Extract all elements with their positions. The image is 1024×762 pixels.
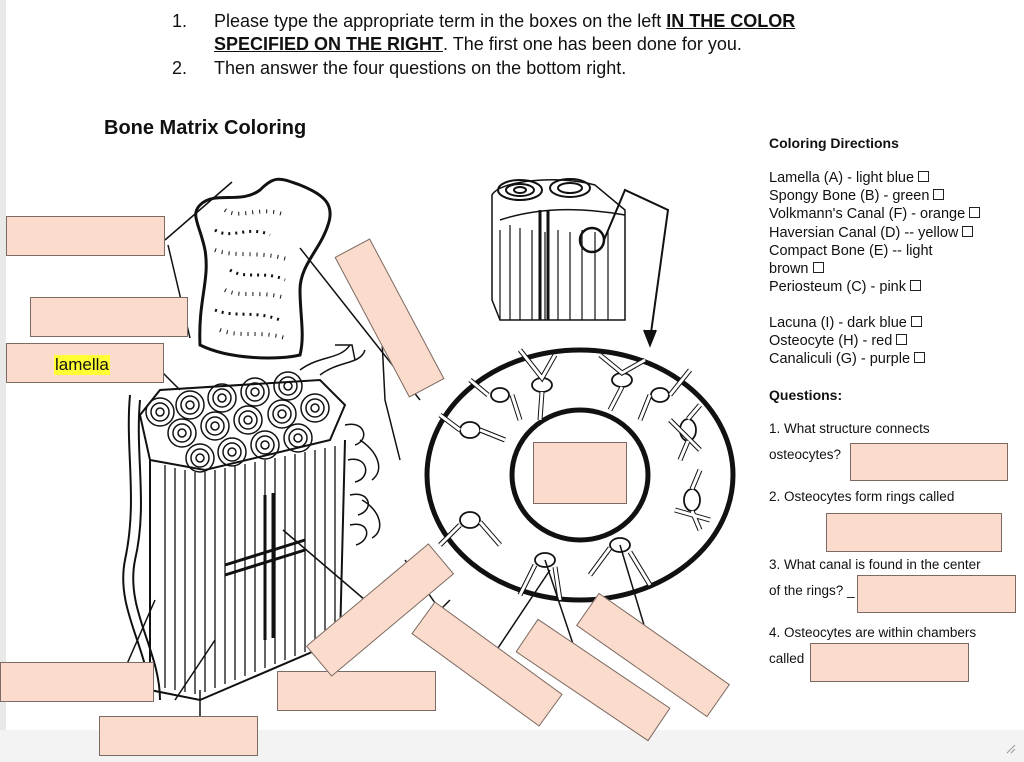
direction-haversian-text: Haversian Canal (D) -- yellow (769, 224, 959, 241)
direction-canaliculi-text: Canaliculi (G) - purple (769, 351, 911, 368)
checkbox-icon (909, 280, 921, 292)
checkbox-icon (914, 352, 926, 364)
resize-grip-icon[interactable] (1004, 742, 1016, 754)
instruction-1-bold-2: SPECIFIED ON THE RIGHT (214, 34, 444, 54)
checkbox-icon (918, 171, 930, 182)
direction-periosteum-text: Periosteum (C) - pink (769, 279, 906, 296)
instruction-2: 2. Then answer the four questions on the… (172, 57, 872, 80)
instruction-1-text: Please type the appropriate term in the … (214, 11, 667, 31)
checkbox-icon (933, 189, 945, 201)
checkbox-icon (812, 262, 824, 274)
osteon-ring (404, 347, 736, 661)
question-3-blank: _ (847, 583, 855, 598)
direction-spongy-text: Spongy Bone (B) - green (769, 188, 930, 205)
checkbox-icon (969, 207, 981, 219)
question-3-answer[interactable] (857, 575, 1016, 613)
direction-lamella: Lamella (A) - light blue (769, 169, 980, 187)
question-2-answer[interactable] (826, 513, 1002, 552)
questions-heading: Questions: (769, 386, 842, 404)
answer-lamella: lamella (54, 355, 110, 375)
instruction-1-text-after: . The first one has been done for you. (443, 34, 742, 54)
instruction-2-number: 2. (172, 58, 188, 78)
question-3-line-2: of the rings? _ (769, 582, 855, 600)
page-title: Bone Matrix Coloring (104, 117, 307, 139)
direction-compact: Compact Bone (E) -- light (769, 242, 980, 260)
checkbox-icon (962, 225, 974, 237)
checkbox-icon (896, 334, 908, 346)
instruction-1-line: Please type the appropriate term in the … (214, 10, 795, 33)
instruction-1-number: 1. (172, 11, 188, 31)
coloring-directions-heading-text: Coloring Directions (769, 135, 899, 151)
instruction-2-text: Then answer the four questions on the bo… (214, 58, 627, 78)
checkbox-icon (910, 316, 922, 327)
question-1-answer[interactable] (850, 443, 1008, 481)
direction-haversian: Haversian Canal (D) -- yellow (769, 224, 980, 242)
question-1-line-1: 1. What structure connects (769, 421, 930, 436)
answer-box-left-4[interactable] (0, 662, 154, 702)
direction-volkmann: Volkmann's Canal (F) - orange (769, 205, 981, 223)
osteon-cylinder (491, 178, 670, 348)
question-3-text: of the rings? (769, 583, 844, 598)
instruction-1-line-2: SPECIFIED ON THE RIGHT. The first one ha… (214, 33, 742, 56)
questions-heading-text: Questions: (769, 387, 843, 403)
spongy-bone-femur (194, 177, 332, 360)
direction-volkmann-text: Volkmann's Canal (F) - orange (769, 206, 966, 223)
direction-periosteum: Periosteum (C) - pink (769, 278, 980, 296)
compact-bone-block (122, 339, 401, 702)
question-3-line-1: 3. What canal is found in the center (769, 557, 981, 572)
direction-spongy: Spongy Bone (B) - green (769, 187, 980, 205)
coloring-directions-heading: Coloring Directions (769, 134, 899, 152)
question-4-line-1: 4. Osteocytes are within chambers (769, 625, 977, 640)
answer-box-left-2[interactable] (30, 297, 188, 337)
direction-osteocyte-text: Osteocyte (H) - red (769, 333, 893, 350)
question-4-answer[interactable] (810, 643, 969, 682)
coloring-directions-group-1: Lamella (A) - light blue Spongy Bone (B)… (769, 169, 981, 296)
coloring-directions-group-2: Lacuna (I) - dark blue Osteocyte (H) - r… (769, 314, 926, 369)
instruction-1-bold-1: IN THE COLOR (666, 11, 796, 31)
direction-lacuna-text: Lacuna (I) - dark blue (769, 315, 907, 331)
answer-box-bottom-1[interactable] (277, 671, 436, 711)
direction-lamella-text: Lamella (A) - light blue (769, 170, 915, 186)
question-2: 2. Osteocytes form rings called (769, 489, 955, 504)
page-left-edge (0, 0, 6, 762)
direction-compact-cont: brown (769, 260, 980, 278)
answer-box-left-1[interactable] (6, 216, 165, 256)
direction-compact-cont-text: brown (769, 261, 809, 278)
instruction-1: 1. Please type the appropriate term in t… (172, 10, 872, 56)
question-1-line-2: osteocytes? (769, 447, 842, 462)
direction-osteocyte: Osteocyte (H) - red (769, 332, 925, 350)
question-4-line-2: called (769, 651, 805, 666)
direction-compact-text: Compact Bone (E) -- light (769, 242, 933, 259)
answer-box-center[interactable] (533, 442, 627, 504)
direction-canaliculi: Canaliculi (G) - purple (769, 350, 926, 368)
direction-lacuna: Lacuna (I) - dark blue (769, 314, 925, 332)
answer-box-left-5[interactable] (99, 716, 258, 756)
